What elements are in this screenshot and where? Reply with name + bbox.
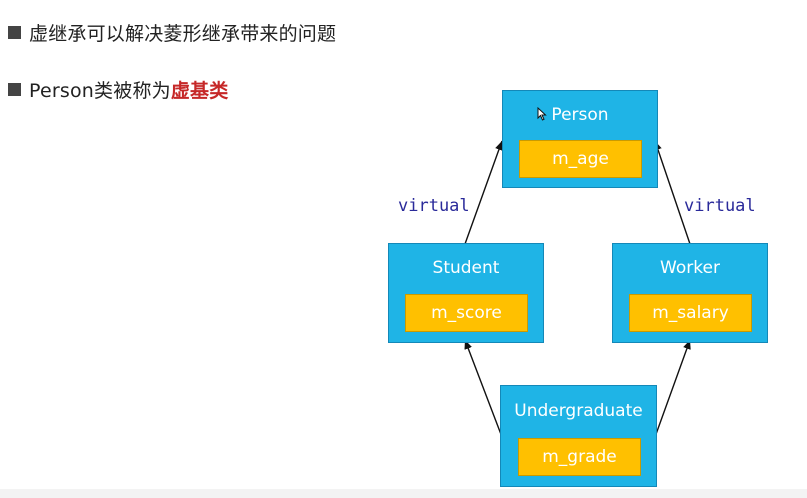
person-class-name: Person — [551, 105, 609, 125]
bullet-item-2: Person类被称为 虚基类 — [8, 76, 228, 103]
student-class-box: Student m_score — [388, 243, 544, 343]
bullet-item-1: 虚继承可以解决菱形继承带来的问题 — [8, 19, 336, 46]
mouse-cursor-icon — [537, 107, 547, 121]
worker-class-name: Worker — [660, 258, 720, 278]
undergraduate-class-box: Undergraduate m_grade — [500, 385, 657, 487]
bullet-text: Person类被称为 — [29, 80, 171, 102]
arrow-worker-to-person — [654, 140, 691, 245]
bullet-square-icon — [8, 83, 21, 96]
undergraduate-class-name: Undergraduate — [514, 401, 643, 421]
virtual-label-right: virtual — [684, 196, 756, 216]
student-class-name: Student — [432, 258, 500, 278]
bullet-square-icon — [8, 26, 21, 39]
person-class-box: Person m_age — [502, 90, 658, 188]
arrow-undergraduate-to-student — [464, 339, 503, 438]
bottom-strip — [0, 489, 807, 498]
virtual-label-left: virtual — [398, 196, 470, 216]
person-member-box: m_age — [519, 140, 642, 178]
worker-class-box: Worker m_salary — [612, 243, 768, 343]
bullet-text: 虚继承可以解决菱形继承带来的问题 — [29, 23, 337, 45]
student-member-box: m_score — [405, 294, 528, 332]
bullet-highlight-text: 虚基类 — [170, 80, 229, 102]
arrow-student-to-person — [464, 140, 503, 245]
worker-member-box: m_salary — [629, 294, 752, 332]
arrow-undergraduate-to-worker — [654, 339, 691, 438]
undergraduate-member-box: m_grade — [518, 438, 641, 476]
